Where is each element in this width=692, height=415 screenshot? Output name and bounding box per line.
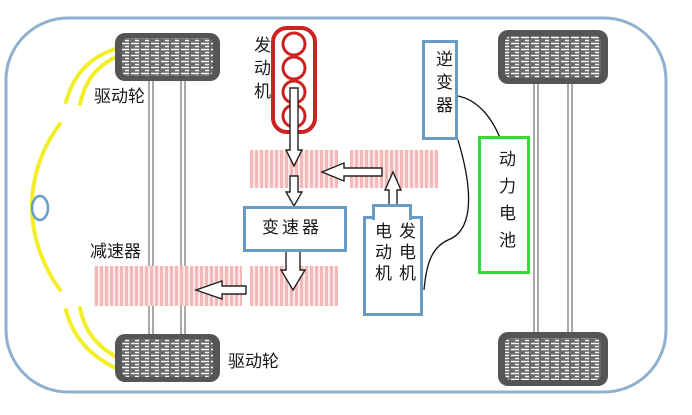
- vehicle-body-outline: [4, 16, 668, 394]
- generator-cap: [372, 204, 412, 220]
- battery-box: [478, 136, 530, 274]
- tire-rear-right: [498, 332, 608, 386]
- transmission-box: [243, 206, 347, 252]
- steering-wheel-icon: [30, 194, 50, 222]
- tire-front-left: [115, 33, 220, 81]
- steering-arcs: [30, 46, 124, 372]
- tire-front-right: [498, 30, 608, 84]
- engine-label: 发动机: [250, 36, 270, 105]
- generator-label: 发电机: [395, 222, 415, 285]
- reducer-label: 减速器: [90, 242, 141, 262]
- drive-wheel-top-label: 驱动轮: [94, 87, 145, 107]
- engine-cylinders: [281, 31, 307, 129]
- battery-label: 动力电池: [495, 150, 515, 258]
- inverter-wires: [423, 95, 501, 291]
- motor-label: 电动机: [371, 222, 391, 285]
- drive-wheel-bottom-label: 驱动轮: [228, 352, 279, 372]
- tire-rear-left: [115, 334, 220, 382]
- transmission-label: 变速器: [262, 218, 322, 238]
- inverter-box: [422, 40, 458, 140]
- motor-generator-box: [363, 216, 423, 316]
- inverter-label: 逆变器: [432, 50, 452, 119]
